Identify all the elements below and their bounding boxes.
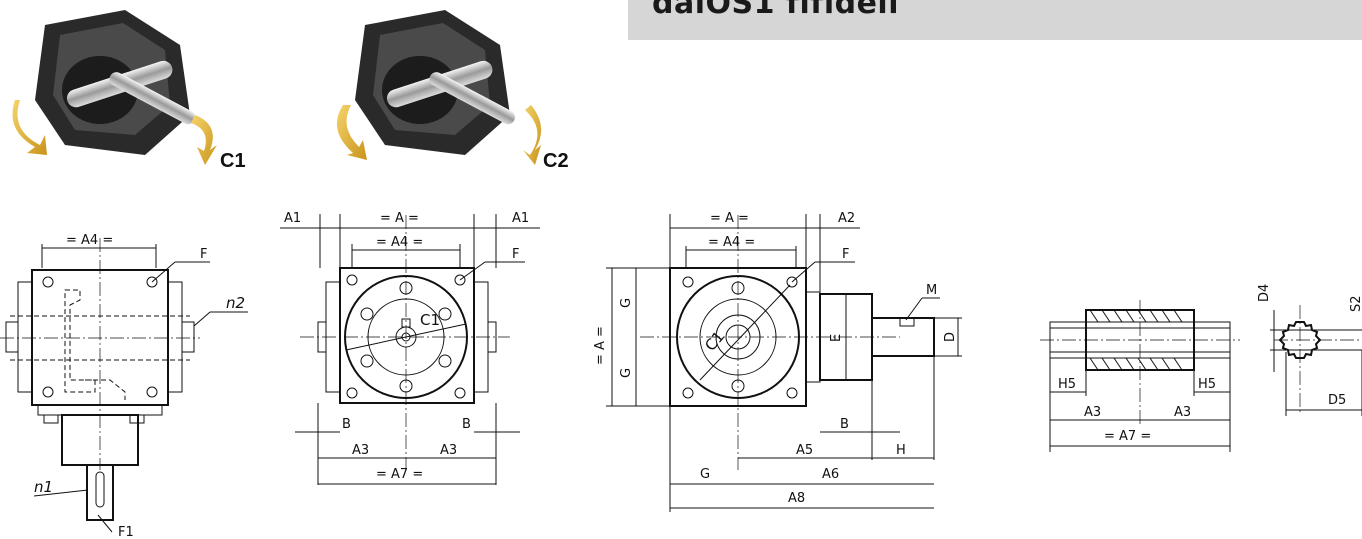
dim-h5-right: H5: [1198, 377, 1216, 392]
dim-s2: S2: [1349, 295, 1362, 312]
dim-b-left: B: [342, 417, 351, 432]
dim-a4-shaft: = A4 =: [708, 235, 755, 250]
label-c1-shaft: C1: [701, 328, 728, 355]
dim-a3-hollow-right: A3: [1174, 405, 1191, 420]
dim-d5: D5: [1328, 393, 1346, 408]
dim-a4-front: = A4 =: [376, 235, 423, 250]
photo-label-c2: C2: [543, 150, 569, 172]
dim-b-right: B: [462, 417, 471, 432]
spline-section-view: D4 S2 D5: [1257, 284, 1362, 416]
label-f1: F1: [118, 525, 134, 539]
dim-a7-front: = A7 =: [376, 467, 423, 482]
label-c1-front: C1: [420, 311, 440, 329]
dim-g-bottom: G: [700, 467, 710, 482]
label-n1: n1: [34, 478, 53, 496]
dim-a-shaft-top: = A =: [710, 211, 749, 226]
dim-d4: D4: [1257, 284, 1272, 302]
label-n2: n2: [226, 294, 245, 312]
dim-b-shaft: B: [840, 417, 849, 432]
label-f-shaft: F: [842, 247, 849, 262]
label-f-side: F: [200, 247, 207, 262]
dim-h5-left: H5: [1058, 377, 1076, 392]
dim-g-lower: G: [619, 368, 634, 378]
dim-a1-right: A1: [512, 211, 529, 226]
dim-a5: A5: [796, 443, 813, 458]
dim-e: E: [829, 334, 844, 342]
gearbox-photo-c1: [12, 10, 217, 165]
dim-a-shaft-left: = A =: [593, 326, 608, 365]
dim-a1-left: A1: [284, 211, 301, 226]
dim-a4-side: = A4 =: [66, 233, 113, 248]
shaft-end-view: C1 = A = A2 = A4 = F M = A = G G E D B A…: [593, 211, 962, 512]
page-title: dalOS1 flfidell: [652, 0, 899, 21]
hollow-shaft-view: H5 H5 A3 A3 = A7 =: [1040, 300, 1240, 452]
dim-a-front: = A =: [380, 211, 419, 226]
label-f-front: F: [512, 247, 519, 262]
dim-d: D: [943, 332, 958, 342]
dim-a6: A6: [822, 467, 839, 482]
header-banner: dalOS1 flfidell: [628, 0, 1362, 40]
dim-g-upper: G: [619, 298, 634, 308]
dim-a8: A8: [788, 491, 805, 506]
dim-a7-hollow: = A7 =: [1104, 429, 1151, 444]
dim-a3-right: A3: [440, 443, 457, 458]
dim-a2: A2: [838, 211, 855, 226]
label-m: M: [926, 283, 937, 298]
front-view: C1 A1 = A = A1 = A4 = F B B A3 A3 = A7 =: [280, 211, 540, 485]
dim-a3-hollow-left: A3: [1084, 405, 1101, 420]
gearbox-photo-c2: [336, 10, 542, 165]
dim-a3-left: A3: [352, 443, 369, 458]
dim-h: H: [896, 443, 906, 458]
side-view: = A4 = F n2 n1 F1: [0, 233, 248, 539]
photo-label-c1: C1: [220, 150, 246, 172]
